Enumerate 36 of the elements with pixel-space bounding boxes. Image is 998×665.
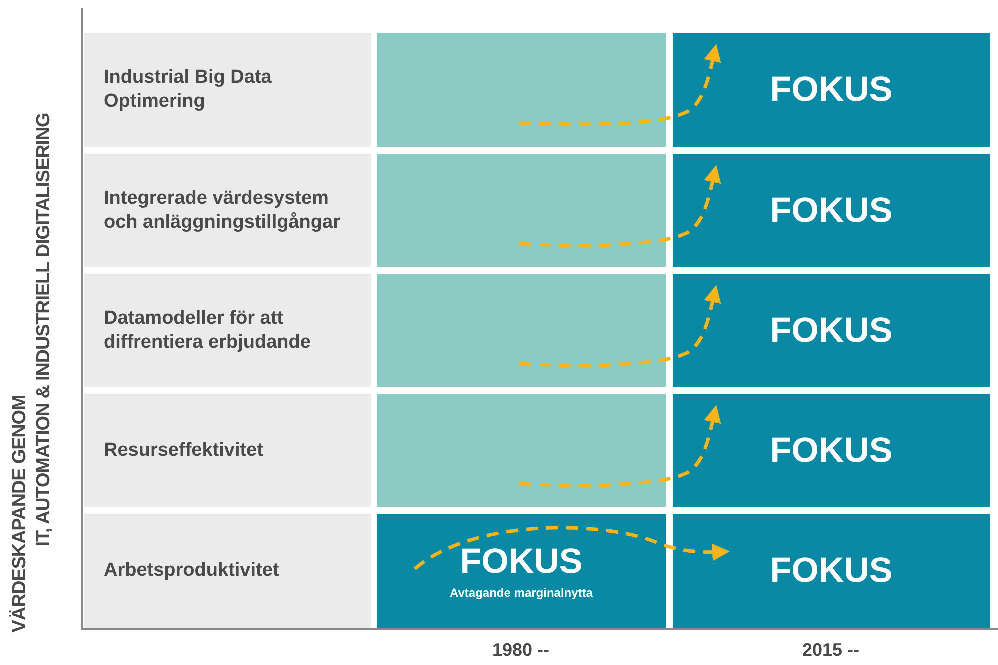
axis-title: VÄRDESKAPANDE GENOM <box>8 394 32 632</box>
category-cell <box>84 394 371 507</box>
category-cell <box>84 154 371 267</box>
table-cell <box>377 394 666 507</box>
focus-cell <box>673 514 990 628</box>
focus-cell <box>377 514 666 628</box>
category-label: Integrerade värdesystem och anläggningstillgångar <box>104 186 342 234</box>
focus-label: FOKUS <box>770 310 893 350</box>
focus-cell <box>673 33 990 147</box>
focus-label: FOKUS <box>770 430 893 470</box>
table-cell <box>377 154 666 267</box>
table-cell <box>377 274 666 387</box>
axis-title: IT, AUTOMATION & INDUSTRIELL DIGITALISERING <box>32 113 56 547</box>
dashed-arrow <box>414 526 730 570</box>
dashed-arrow <box>518 165 722 248</box>
focus-cell <box>673 154 990 267</box>
note-text: Avtagande marginalnytta <box>450 586 593 600</box>
category-cell <box>84 274 371 387</box>
axis-tick-label: 2015 -- <box>801 640 861 661</box>
category-cell <box>84 33 371 147</box>
table-cell <box>377 33 666 147</box>
category-label: Industrial Big Data Optimering <box>104 66 273 114</box>
focus-label: FOKUS <box>460 542 583 582</box>
dashed-arrow <box>518 285 722 368</box>
dashed-arrow <box>518 44 722 126</box>
dashed-arrow <box>518 405 722 488</box>
category-label: Datamodeller för att diffrentiera erbjudande <box>104 306 312 354</box>
category-cell <box>84 514 371 628</box>
focus-label: FOKUS <box>770 70 893 110</box>
focus-label: FOKUS <box>770 551 893 591</box>
focus-cell <box>673 394 990 507</box>
category-label: Arbetsproduktivitet <box>104 559 280 583</box>
axis-tick-label: 1980 -- <box>491 640 551 661</box>
category-label: Resurseffektivitet <box>104 438 264 462</box>
focus-cell <box>673 274 990 387</box>
focus-label: FOKUS <box>770 190 893 230</box>
